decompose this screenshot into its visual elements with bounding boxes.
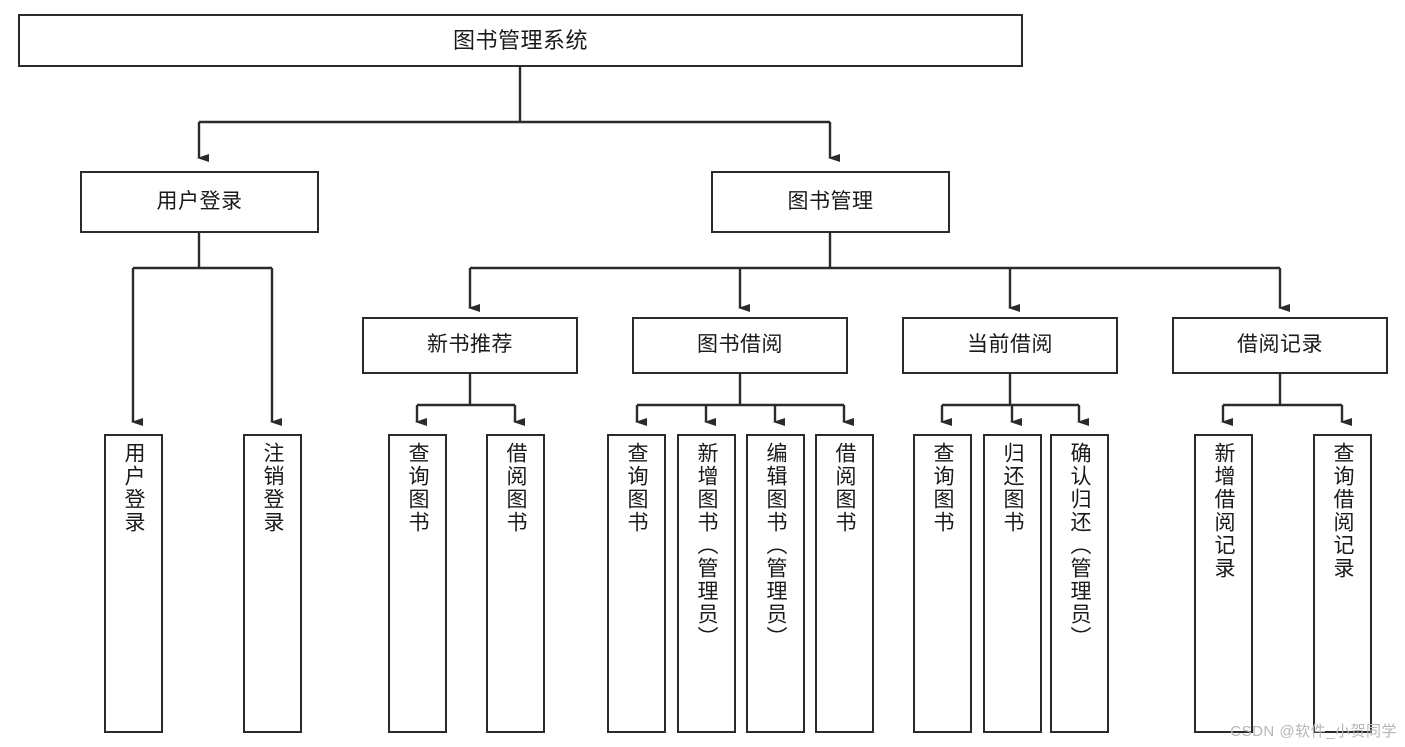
leaf-borrow-book-2[interactable]: 借阅图书 <box>815 434 874 733</box>
leaf-query-book-1-label: 查询图书 <box>406 442 429 534</box>
leaf-query-book-3-label: 查询图书 <box>931 442 954 534</box>
leaf-user-login-label: 用户登录 <box>122 442 145 534</box>
node-current-borrow-label: 当前借阅 <box>967 333 1053 357</box>
node-new-book-rec-label: 新书推荐 <box>427 333 513 357</box>
leaf-edit-book[interactable]: 编辑图书（管理员） <box>746 434 805 733</box>
node-book-borrow[interactable]: 图书借阅 <box>632 317 848 374</box>
node-borrow-record-label: 借阅记录 <box>1237 333 1323 357</box>
node-root[interactable]: 图书管理系统 <box>18 14 1023 67</box>
leaf-query-record-label: 查询借阅记录 <box>1331 442 1354 580</box>
leaf-borrow-book-2-label: 借阅图书 <box>833 442 856 534</box>
node-book-manage-label: 图书管理 <box>787 189 874 213</box>
leaf-borrow-book-1[interactable]: 借阅图书 <box>486 434 545 733</box>
leaf-confirm-return[interactable]: 确认归还（管理员） <box>1050 434 1109 733</box>
leaf-add-book-label: 新增图书（管理员） <box>695 442 718 649</box>
leaf-logout[interactable]: 注销登录 <box>243 434 302 733</box>
leaf-confirm-return-label: 确认归还（管理员） <box>1068 442 1091 649</box>
leaf-add-book[interactable]: 新增图书（管理员） <box>677 434 736 733</box>
node-borrow-record[interactable]: 借阅记录 <box>1172 317 1388 374</box>
leaf-query-book-2-label: 查询图书 <box>625 442 648 534</box>
node-root-label: 图书管理系统 <box>452 27 588 53</box>
leaf-query-book-2[interactable]: 查询图书 <box>607 434 666 733</box>
node-book-borrow-label: 图书借阅 <box>697 333 783 357</box>
node-user-login-label: 用户登录 <box>156 189 243 213</box>
leaf-add-record[interactable]: 新增借阅记录 <box>1194 434 1253 733</box>
leaf-borrow-book-1-label: 借阅图书 <box>504 442 527 534</box>
leaf-add-record-label: 新增借阅记录 <box>1212 442 1235 580</box>
leaf-query-record[interactable]: 查询借阅记录 <box>1313 434 1372 733</box>
node-new-book-rec[interactable]: 新书推荐 <box>362 317 578 374</box>
leaf-user-login[interactable]: 用户登录 <box>104 434 163 733</box>
leaf-return-book[interactable]: 归还图书 <box>983 434 1042 733</box>
leaf-logout-label: 注销登录 <box>261 442 284 534</box>
watermark: CSDN @软件_小贺同学 <box>1230 723 1397 740</box>
node-current-borrow[interactable]: 当前借阅 <box>902 317 1118 374</box>
leaf-query-book-1[interactable]: 查询图书 <box>388 434 447 733</box>
leaf-return-book-label: 归还图书 <box>1001 442 1024 534</box>
leaf-query-book-3[interactable]: 查询图书 <box>913 434 972 733</box>
node-user-login[interactable]: 用户登录 <box>80 171 319 233</box>
leaf-edit-book-label: 编辑图书（管理员） <box>764 442 787 649</box>
node-book-manage[interactable]: 图书管理 <box>711 171 950 233</box>
